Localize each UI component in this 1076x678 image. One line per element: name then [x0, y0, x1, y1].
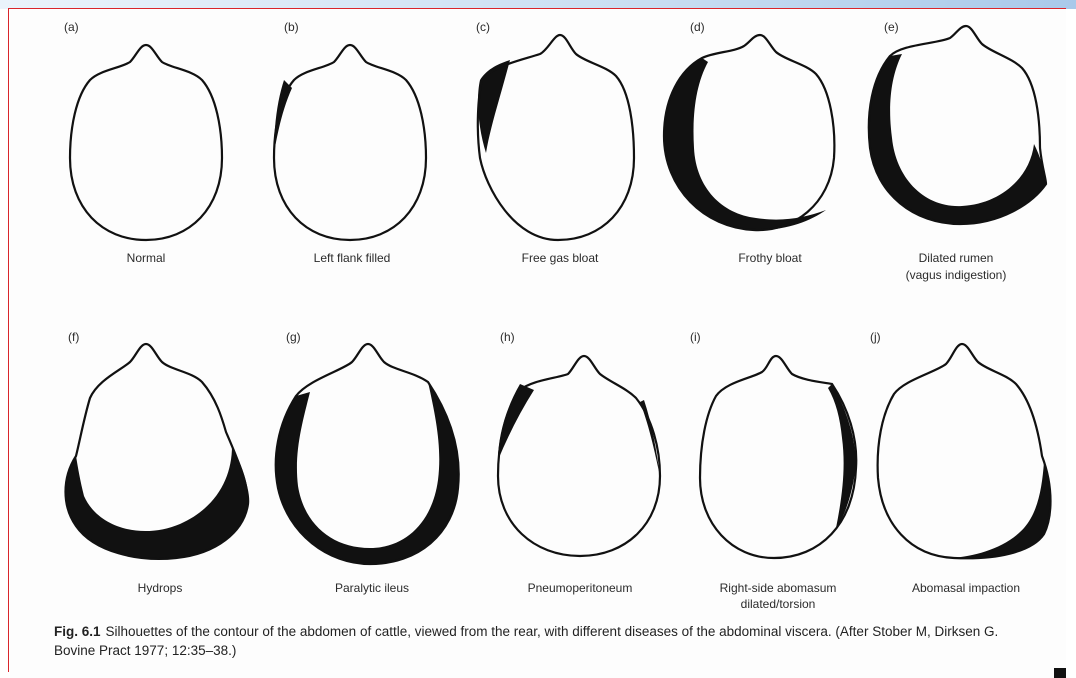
panel-caption: Pneumoperitoneum: [480, 581, 680, 596]
panel-i: (i) Right-side abomasum dilated/torsion: [676, 328, 876, 628]
panel-c: (c) Free gas bloat: [442, 18, 642, 318]
panel-caption: Right-side abomasum: [678, 581, 878, 596]
silhouette-free-gas-bloat: [442, 18, 642, 248]
silhouette-left-flank-filled: [244, 18, 444, 248]
panel-j: (j) Abomasal impaction: [856, 328, 1056, 628]
panel-caption: Hydrops: [60, 581, 260, 596]
silhouette-frothy-bloat: [644, 18, 844, 248]
panel-d: (d) Frothy bloat: [644, 18, 844, 318]
panel-caption: Paralytic ileus: [272, 581, 472, 596]
panel-caption-line2: (vagus indigestion): [856, 268, 1056, 283]
panel-caption: Normal: [46, 251, 246, 266]
silhouette-pneumoperitoneum: [480, 328, 680, 568]
silhouette-paralytic-ileus: [268, 328, 468, 568]
panel-caption: Free gas bloat: [460, 251, 660, 266]
figure-caption-text: Silhouettes of the contour of the abdome…: [54, 624, 998, 658]
silhouette-normal: [46, 18, 246, 248]
corner-mark: [1054, 668, 1066, 678]
panel-caption: Abomasal impaction: [866, 581, 1066, 596]
panel-caption-line2: dilated/torsion: [678, 597, 878, 612]
figure-caption-label: Fig. 6.1: [54, 624, 101, 639]
silhouette-dilated-rumen: [850, 18, 1050, 248]
panel-e: (e) Dilated rumen (vagus indigestion): [850, 18, 1050, 318]
panel-caption: Dilated rumen: [856, 251, 1056, 266]
silhouette-abomasal-impaction: [856, 328, 1056, 568]
silhouette-right-side-abomasum: [676, 328, 876, 568]
panel-caption: Frothy bloat: [670, 251, 870, 266]
panel-f: (f) Hydrops: [46, 328, 246, 628]
panel-a: (a) Normal: [46, 18, 246, 318]
panel-g: (g) Paralytic ileus: [268, 328, 468, 628]
panel-b: (b) Left flank filled: [244, 18, 444, 318]
silhouette-hydrops: [46, 328, 246, 568]
panel-caption: Left flank filled: [252, 251, 452, 266]
panel-h: (h) Pneumoperitoneum: [480, 328, 680, 628]
